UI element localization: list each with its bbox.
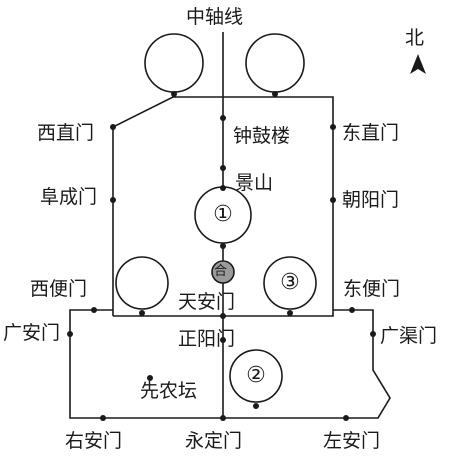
dongbianmen-label: 东便门 bbox=[343, 278, 401, 300]
dongzhimen-label: 东直门 bbox=[342, 122, 400, 144]
guangqumen-dot bbox=[370, 331, 376, 337]
outer-city-wall bbox=[69, 309, 391, 419]
xiannongtan-dot bbox=[147, 375, 153, 381]
chaoyangmen-dot bbox=[330, 197, 336, 203]
tiananmen-label: 天安门 bbox=[178, 291, 236, 313]
compass-label: 北 bbox=[405, 27, 425, 49]
xibianmen-label: 西便门 bbox=[30, 278, 88, 300]
jingshan-label: 景山 bbox=[235, 172, 274, 194]
youanmen-label: 右安门 bbox=[65, 430, 123, 452]
center-symbol-label: 合 bbox=[214, 264, 228, 279]
north-arrow-icon bbox=[410, 54, 426, 74]
zuoanmen-label: 左安门 bbox=[323, 430, 381, 452]
guanganmen-dot bbox=[67, 331, 73, 337]
xiannongtan-label: 先农坛 bbox=[140, 380, 198, 402]
fuchengmen-dot bbox=[110, 197, 116, 203]
guangqumen-label: 广渠门 bbox=[380, 325, 438, 347]
youanmen-dot bbox=[100, 415, 106, 421]
yongdingmen-dot bbox=[220, 415, 226, 421]
circle-3 bbox=[263, 256, 317, 316]
guanganmen-label: 广安门 bbox=[3, 322, 61, 344]
zuoanmen-dot bbox=[343, 415, 349, 421]
tiananmen-dot bbox=[220, 313, 226, 319]
marker-one-label: ① bbox=[213, 202, 233, 227]
center-symbol bbox=[211, 260, 235, 284]
inner-city-wall bbox=[112, 96, 334, 317]
left-circle bbox=[115, 256, 169, 316]
zhonggulou-label: 钟鼓楼 bbox=[233, 125, 291, 147]
marker-three-label: ③ bbox=[280, 270, 300, 295]
zhengyangmen-label: 正阳门 bbox=[178, 328, 236, 350]
marker-two-label: ② bbox=[246, 363, 266, 388]
circle-1 bbox=[194, 185, 252, 249]
xizhimen-dot bbox=[110, 124, 116, 130]
xizhimen-label: 西直门 bbox=[37, 122, 95, 144]
top-right-circle bbox=[245, 33, 305, 97]
top-left-circle bbox=[144, 33, 204, 97]
xibianmen-dot bbox=[91, 307, 97, 313]
axis-title: 中轴线 bbox=[186, 6, 244, 28]
circle-2 bbox=[229, 349, 283, 409]
jingshan-dot bbox=[220, 165, 226, 171]
dongbianmen-dot bbox=[349, 307, 355, 313]
chaoyangmen-label: 朝阳门 bbox=[342, 189, 400, 211]
zhonggulou-dot bbox=[220, 115, 226, 121]
zhengyangmen-dot bbox=[220, 337, 226, 343]
yongdingmen-label: 永定门 bbox=[185, 430, 243, 452]
fuchengmen-label: 阜成门 bbox=[40, 186, 98, 208]
dongzhimen-dot bbox=[330, 124, 336, 130]
